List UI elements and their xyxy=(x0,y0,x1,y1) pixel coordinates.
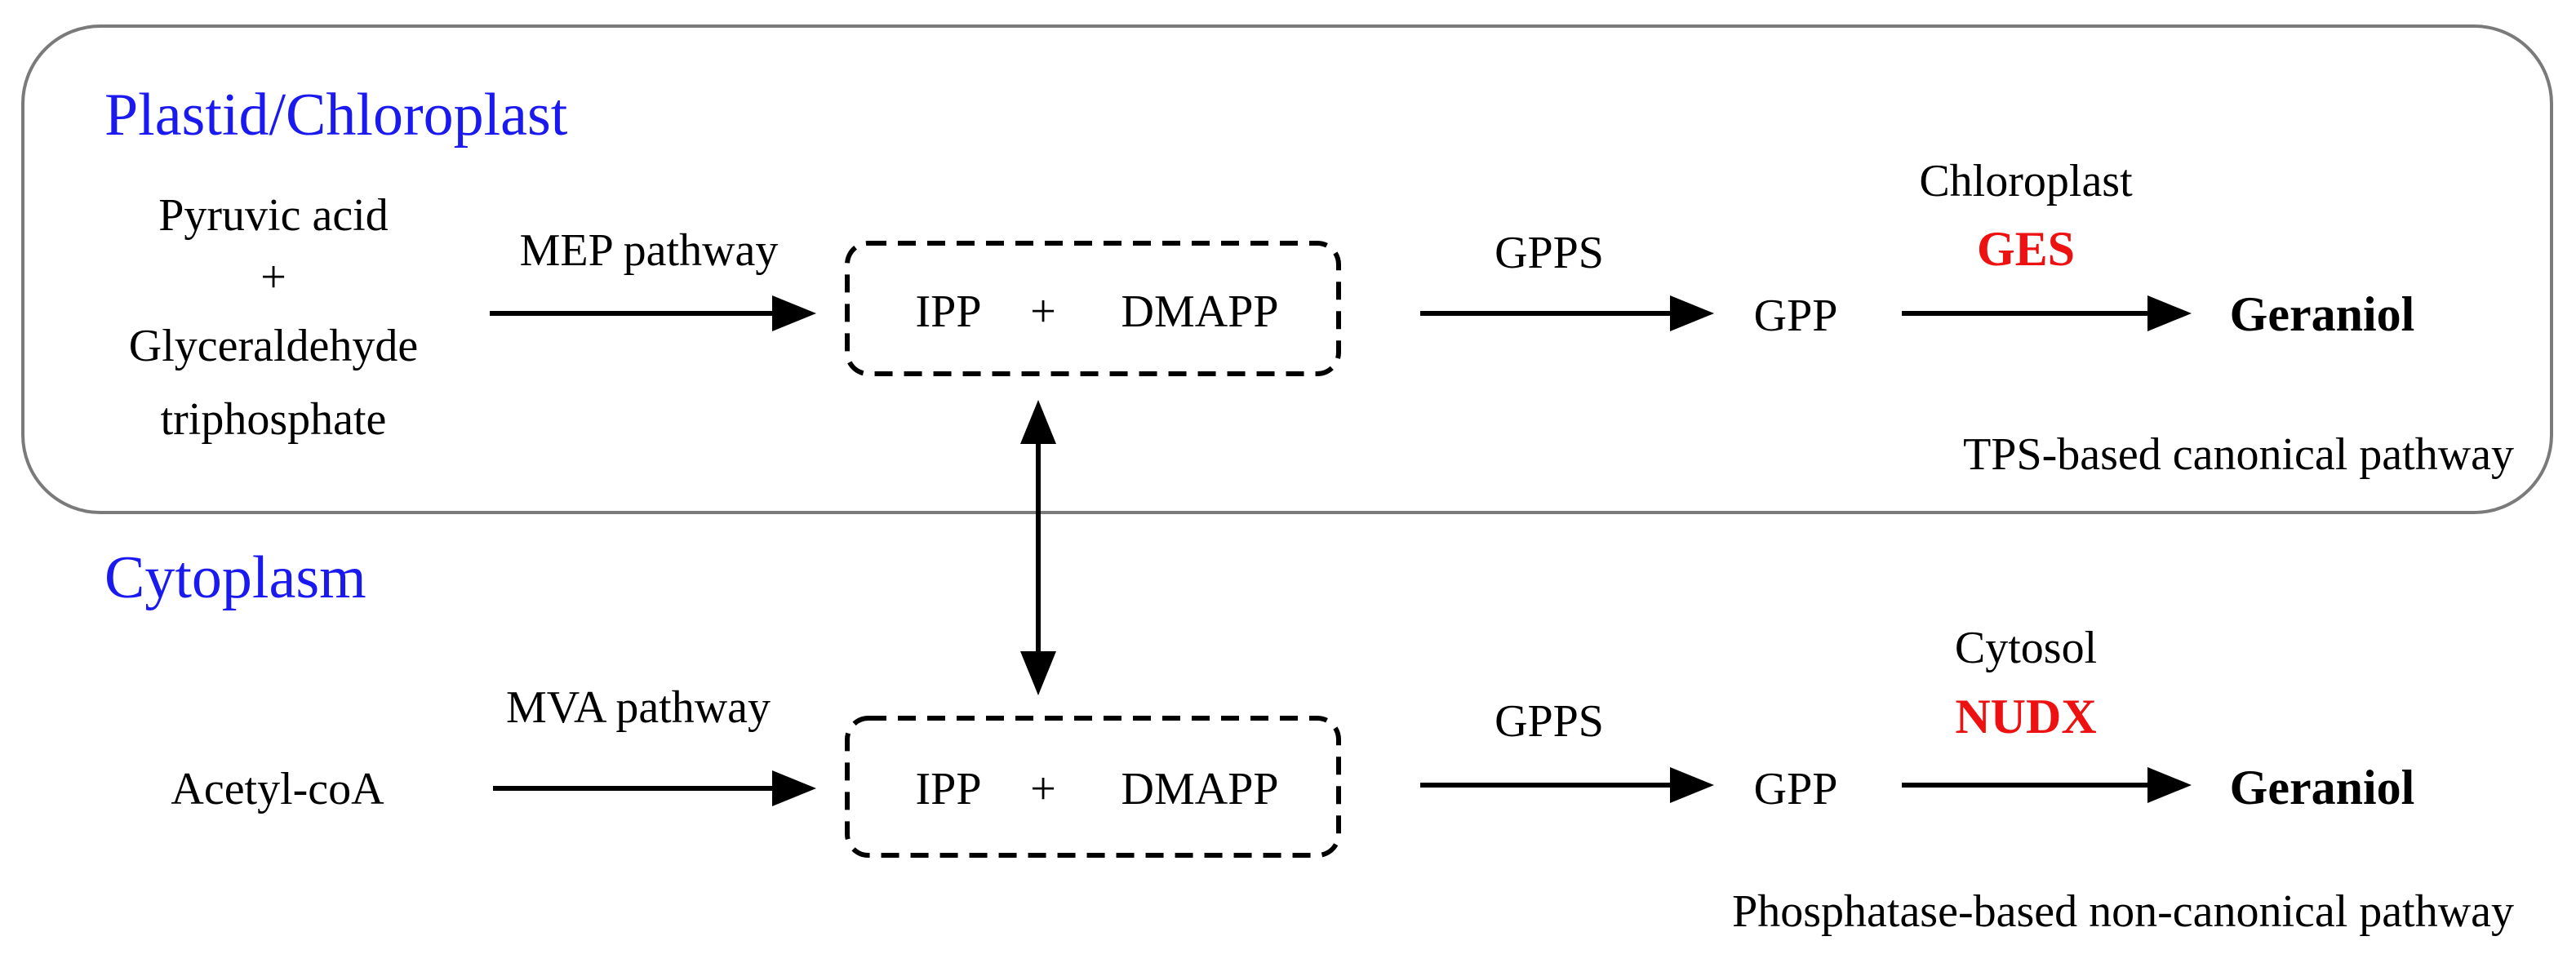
plastid-substrate: Pyruvic acid + Glyceraldehyde triphospha… xyxy=(129,190,418,445)
ipp-exchange-arrow xyxy=(1020,400,1056,695)
substrate-line-1: Pyruvic acid xyxy=(158,190,388,241)
ipp-label: IPP xyxy=(916,764,982,814)
cytoplasm-gpp-label: GPP xyxy=(1754,764,1838,814)
tps-canonical-pathway-label: TPS-based canonical pathway xyxy=(1963,429,2514,480)
mep-pathway-label: MEP pathway xyxy=(520,225,779,276)
phosphatase-noncanonical-pathway-label: Phosphatase-based non-canonical pathway xyxy=(1732,886,2514,937)
mva-pathway-label: MVA pathway xyxy=(506,682,771,733)
cytoplasm-region-label: Cytoplasm xyxy=(104,544,366,611)
substrate-line-3: Glyceraldehyde xyxy=(129,321,418,371)
plastid-gpp-label: GPP xyxy=(1754,291,1838,341)
cytoplasm-substrate: Acetyl-coA xyxy=(171,764,384,814)
cytosol-location-label: Cytosol xyxy=(1955,623,2097,673)
mva-arrow xyxy=(493,770,816,806)
substrate-line-4: triphosphate xyxy=(161,394,387,445)
dmapp-label: DMAPP xyxy=(1121,286,1279,337)
plastid-geraniol-product: Geraniol xyxy=(2230,287,2415,341)
cytoplasm-geraniol-product: Geraniol xyxy=(2230,761,2415,814)
plastid-gpps-label: GPPS xyxy=(1495,228,1604,278)
ipp-label: IPP xyxy=(916,286,982,337)
dmapp-label: DMAPP xyxy=(1121,764,1279,814)
nudx-enzyme-label: NUDX xyxy=(1955,690,2096,743)
cytoplasm-gpps-arrow xyxy=(1420,767,1714,803)
chloroplast-location-label: Chloroplast xyxy=(1919,156,2133,206)
nudx-arrow xyxy=(1902,767,2192,803)
plastid-gpps-arrow xyxy=(1420,295,1714,331)
ges-enzyme-label: GES xyxy=(1977,222,2075,276)
plastid-region-label: Plastid/Chloroplast xyxy=(104,82,568,149)
mep-arrow xyxy=(490,295,816,331)
plus-label: + xyxy=(1030,286,1056,337)
ges-arrow xyxy=(1902,295,2192,331)
substrate-line-2: + xyxy=(260,252,286,303)
cytoplasm-gpps-label: GPPS xyxy=(1495,696,1604,747)
plastid-compartment-frame xyxy=(21,24,2553,514)
cytoplasm-ipp-dmapp-box: IPP + DMAPP xyxy=(845,716,1341,858)
plus-label: + xyxy=(1030,764,1056,814)
plastid-ipp-dmapp-box: IPP + DMAPP xyxy=(845,241,1341,376)
